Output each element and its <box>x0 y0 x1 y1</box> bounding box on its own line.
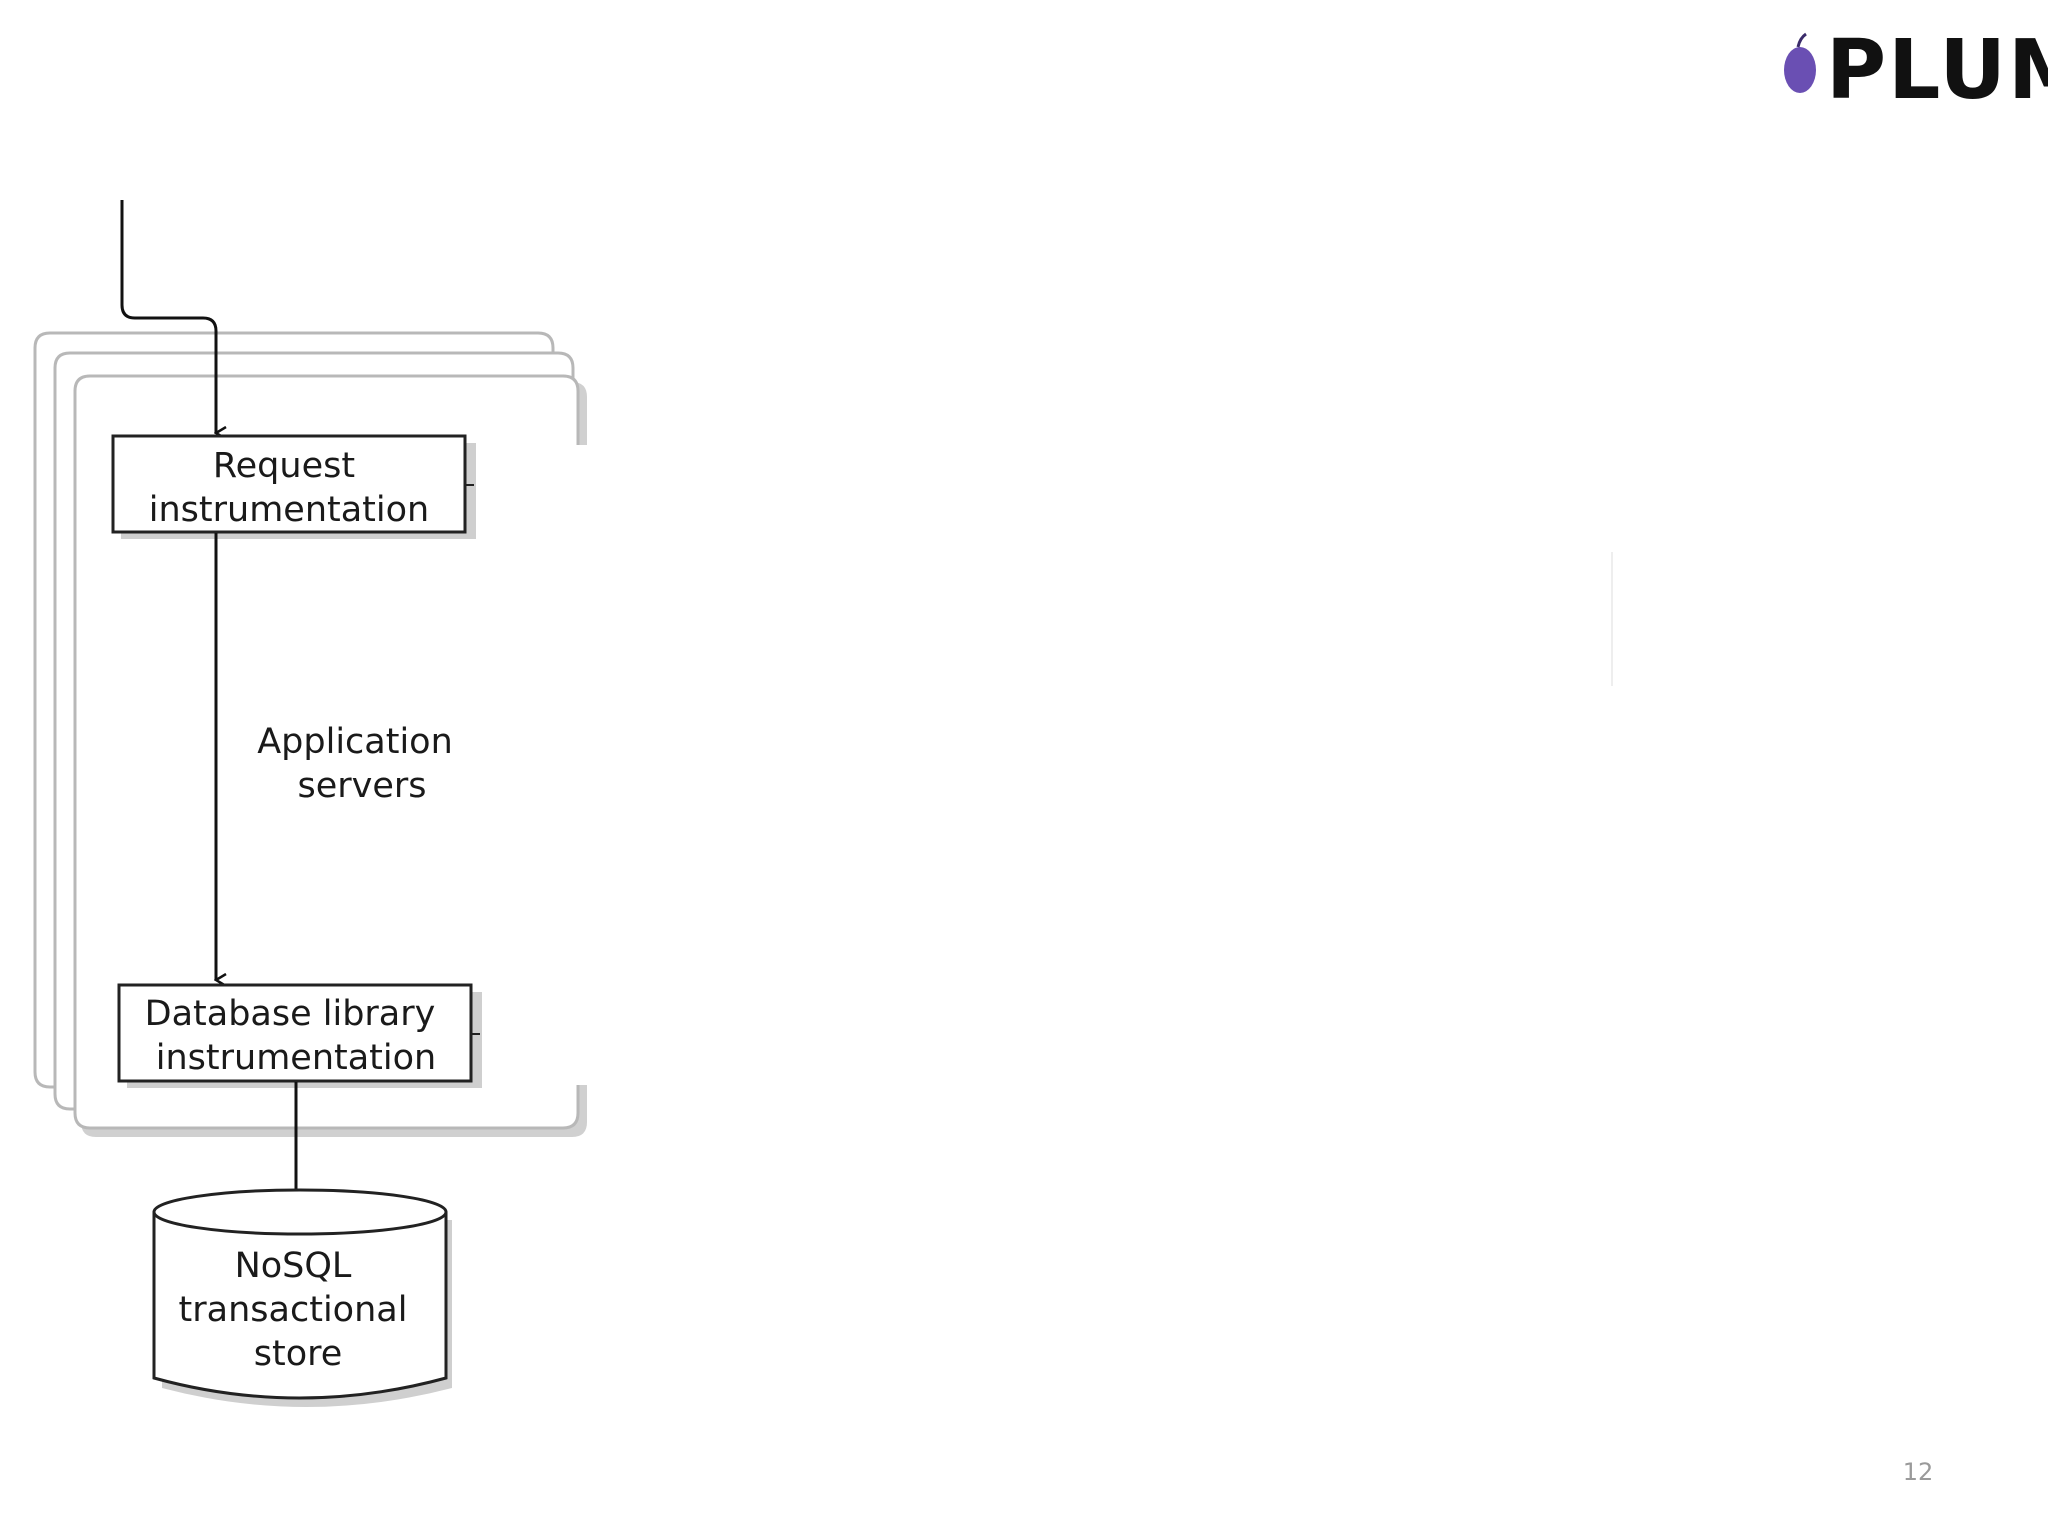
nosql-store-cylinder: NoSQL transactional store <box>152 1188 452 1407</box>
store-line2: transactional <box>179 1290 408 1330</box>
request-box-line1: Request <box>213 446 355 486</box>
store-line3: store <box>254 1334 343 1374</box>
request-box-line2: instrumentation <box>149 490 429 530</box>
incoming-request-arrow <box>120 200 216 433</box>
plumbee-logo: PLUMBEE <box>1784 23 2048 118</box>
app-servers-label-line1: Application <box>257 722 453 762</box>
plum-icon <box>1784 32 1816 93</box>
page-number: 12 <box>1903 1458 1934 1486</box>
store-line1: NoSQL <box>235 1246 352 1286</box>
app-servers-label-line2: servers <box>297 766 426 806</box>
db-box-line1: Database library <box>145 994 436 1034</box>
logo-text: PLUMBEE <box>1826 23 2048 118</box>
request-instrumentation-box: Request instrumentation <box>111 434 476 539</box>
db-library-instrumentation-box: Database library instrumentation <box>117 983 482 1088</box>
app-server-front-card <box>73 374 580 1130</box>
db-box-line2: instrumentation <box>156 1038 436 1078</box>
